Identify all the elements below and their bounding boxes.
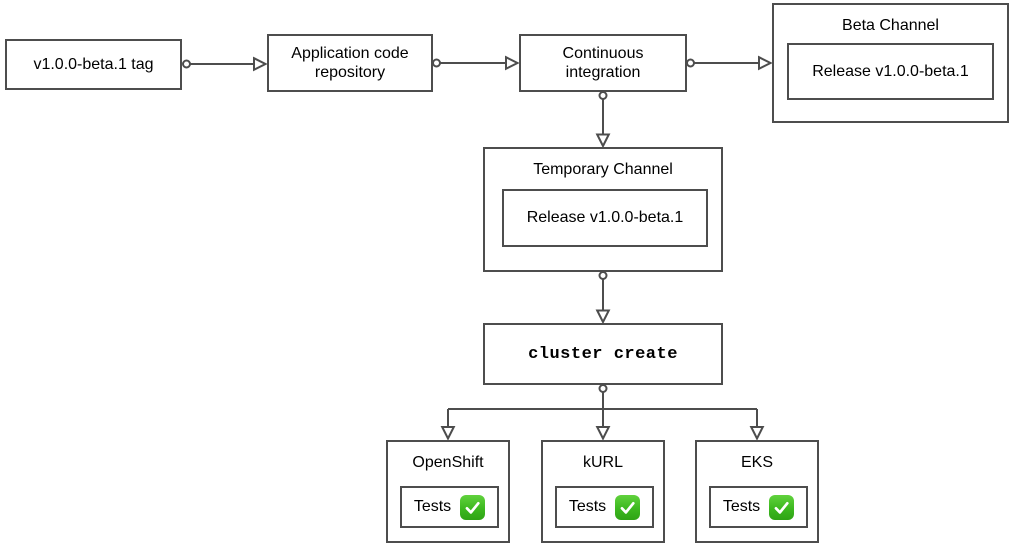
edge-repository-to-ci: [432, 55, 520, 71]
eks-title: EKS: [740, 454, 773, 471]
check-mark-icon: [769, 494, 795, 520]
temporary-release-box: Release v1.0.0-beta.1: [502, 189, 708, 247]
node-continuous-integration: Continuous integration: [519, 34, 687, 92]
temporary-release-label: Release v1.0.0-beta.1: [526, 209, 684, 226]
node-cluster-openshift: OpenShift Tests: [386, 440, 510, 543]
node-cluster-eks: EKS Tests: [695, 440, 819, 543]
node-version-tag: v1.0.0-beta.1 tag: [5, 39, 182, 90]
eks-tests-box: Tests: [709, 486, 808, 528]
beta-release-box: Release v1.0.0-beta.1: [787, 43, 994, 100]
node-cluster-create: cluster create: [483, 323, 723, 385]
openshift-title: OpenShift: [412, 454, 484, 471]
node-beta-channel: Beta Channel Release v1.0.0-beta.1: [772, 3, 1009, 123]
repository-label: Application code repository: [291, 45, 409, 81]
beta-channel-title: Beta Channel: [842, 17, 939, 34]
beta-release-label: Release v1.0.0-beta.1: [812, 62, 969, 80]
kurl-tests-box: Tests: [555, 486, 654, 528]
node-cluster-kurl: kURL Tests: [541, 440, 665, 543]
openshift-tests-label: Tests: [413, 498, 452, 515]
openshift-tests-box: Tests: [400, 486, 499, 528]
check-mark-icon: [460, 494, 486, 520]
check-mark-icon: [615, 494, 641, 520]
temporary-channel-title: Temporary Channel: [533, 161, 673, 178]
edge-tag-to-repository: [182, 56, 268, 72]
edge-temporary-channel-to-cluster-create: [595, 271, 611, 325]
eks-tests-label: Tests: [722, 498, 761, 515]
continuous-integration-label: Continuous integration: [562, 45, 644, 81]
node-application-code-repository: Application code repository: [267, 34, 433, 92]
kurl-title: kURL: [582, 454, 623, 471]
version-tag-label: v1.0.0-beta.1 tag: [33, 56, 154, 73]
node-temporary-channel: Temporary Channel Release v1.0.0-beta.1: [483, 147, 723, 272]
cluster-create-label: cluster create: [528, 344, 678, 364]
edge-ci-to-temporary-channel: [595, 91, 611, 149]
edge-ci-to-beta-channel: [686, 55, 773, 71]
kurl-tests-label: Tests: [568, 498, 607, 515]
edge-cluster-create-to-clusters: [440, 384, 765, 441]
